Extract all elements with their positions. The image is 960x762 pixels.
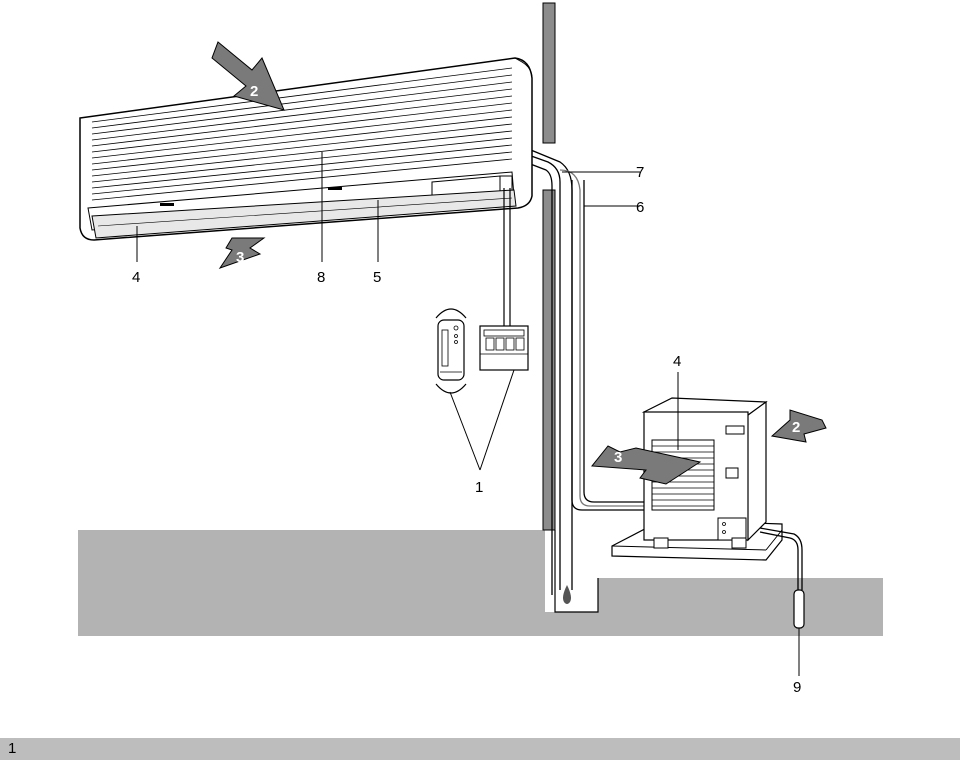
callout-5: 5 — [373, 269, 381, 286]
callout-7: 7 — [636, 164, 644, 181]
wireless-remote-controller — [435, 308, 467, 394]
refrigerant-piping — [519, 147, 650, 595]
front-panel-grille — [91, 67, 513, 201]
page-number: 1 — [8, 740, 17, 757]
callout-8: 8 — [317, 269, 325, 286]
wall-lower — [542, 189, 556, 531]
air-outlet-arrow-indoor: 3 — [218, 237, 266, 269]
callout-3-indoor: 3 — [236, 249, 244, 266]
earth-rod — [793, 589, 805, 676]
drain-drop-icon — [563, 585, 571, 604]
wall-upper — [542, 2, 556, 144]
indoor-unit — [79, 57, 533, 241]
callout-2-outdoor: 2 — [792, 419, 800, 436]
leader-lines-remote — [449, 369, 515, 471]
ground-right — [598, 578, 883, 636]
ground-left — [78, 530, 545, 636]
callout-1: 1 — [475, 479, 483, 496]
air-outlet-arrow-outdoor: 3 — [591, 445, 702, 485]
leader-lines-indoor — [136, 152, 640, 262]
callout-9: 9 — [793, 679, 801, 696]
footer-bar: 1 — [0, 738, 960, 760]
callout-3-outdoor: 3 — [614, 449, 622, 466]
drain-pit — [554, 530, 599, 613]
earth-cable — [759, 527, 803, 590]
remote-cable — [503, 188, 511, 326]
callout-4-outdoor: 4 — [673, 353, 681, 370]
callout-2-indoor: 2 — [250, 83, 258, 100]
callout-6: 6 — [636, 199, 644, 216]
air-inlet-arrow-indoor: 2 — [211, 41, 285, 111]
air-conditioner-installation-diagram: 2 3 4 8 5 7 6 — [78, 2, 883, 696]
callout-4-indoor: 4 — [132, 269, 140, 286]
wired-remote-controller — [479, 325, 529, 371]
air-inlet-arrow-outdoor: 2 — [770, 409, 827, 443]
ground-center — [545, 612, 598, 636]
